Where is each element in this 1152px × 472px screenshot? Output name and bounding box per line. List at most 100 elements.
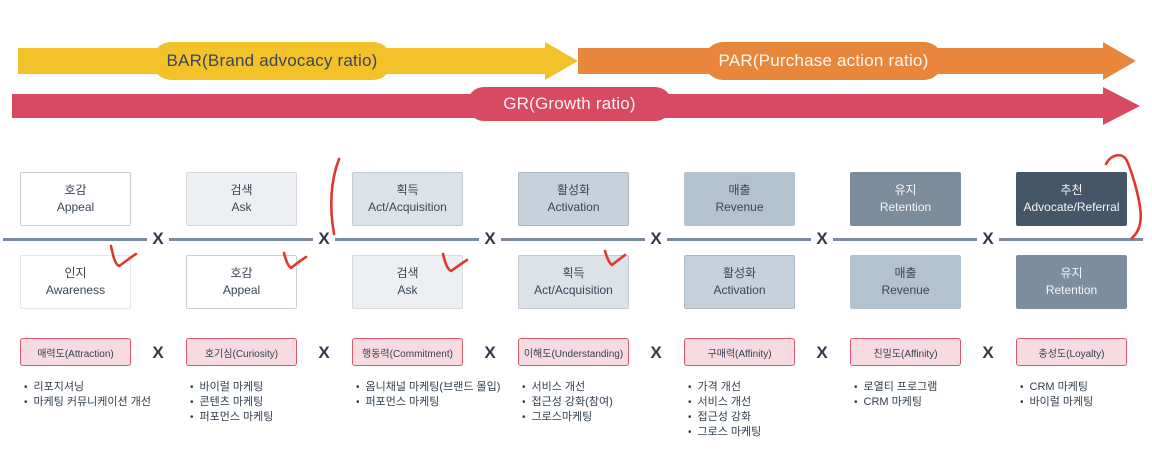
multiply-symbol: X xyxy=(318,343,330,362)
denominator-label-ko: 획득 xyxy=(562,265,585,280)
tactic-item: • 가격 개선 xyxy=(688,380,761,395)
numerator-label-ko: 활성화 xyxy=(556,182,591,197)
numerator-label-ko: 매출 xyxy=(728,182,751,197)
multiply-symbol: X xyxy=(484,229,496,248)
multiply-symbol: X xyxy=(484,343,496,362)
par-banner-label: PAR(Purchase action ratio) xyxy=(704,42,943,80)
fraction-line xyxy=(501,238,645,241)
denominator-box: 유지 Retention xyxy=(1016,255,1127,309)
denominator-box: 호감 Appeal xyxy=(186,255,297,309)
tactic-text: 옴니채널 마케팅(브랜드 몰입) xyxy=(365,381,501,393)
bar-banner-arrowhead-icon xyxy=(545,42,578,80)
tactic-text: 바이럴 마케팅 xyxy=(199,381,264,393)
tactic-text: 서비스 개선 xyxy=(697,396,752,408)
bullet-icon: • xyxy=(356,382,360,393)
fraction-line xyxy=(169,238,313,241)
tactic-item: •그로스 마케팅 xyxy=(688,425,761,440)
bullet-icon: • xyxy=(688,382,692,393)
funnel-column: 활성화 Activation 획득 Act/Acquisition 이해도(Un… xyxy=(501,0,645,472)
denominator-label-en: Ask xyxy=(397,283,418,297)
bullet-icon: • xyxy=(688,427,692,438)
gr-banner-arrowhead-icon xyxy=(1103,87,1140,125)
denominator-box: 획득 Act/Acquisition xyxy=(518,255,629,309)
tactic-text: 그로스마케팅 xyxy=(531,411,593,423)
numerator-label-ko: 획득 xyxy=(396,182,419,197)
tactic-text: 마케팅 커뮤니케이션 개선 xyxy=(33,396,151,408)
tactic-item: •로열티 프로그램 xyxy=(854,380,937,395)
multiply-symbol: X xyxy=(816,229,828,248)
fraction-line xyxy=(999,238,1143,241)
funnel-column: 추천 Advocate/Referral 유지 Retention 충성도(Lo… xyxy=(999,0,1143,472)
denominator-label-en: Activation xyxy=(713,283,766,297)
funnel-column: 호감 Appeal 인지 Awareness 매력도(Attraction) •… xyxy=(3,0,151,472)
tactic-item: •접근성 강화 xyxy=(688,410,761,425)
tactic-text: 리포지셔닝 xyxy=(33,381,85,393)
bullet-icon: • xyxy=(522,397,526,408)
fraction-line xyxy=(833,238,977,241)
bullet-icon: • xyxy=(190,382,194,393)
denominator-box: 활성화 Activation xyxy=(684,255,795,309)
bullet-icon: • xyxy=(24,397,28,408)
denominator-label-en: Retention xyxy=(1045,283,1098,297)
denominator-label-ko: 유지 xyxy=(1060,265,1083,280)
numerator-label-en: Retention xyxy=(879,200,932,214)
numerator-label-en: Revenue xyxy=(715,200,764,214)
numerator-label-ko: 호감 xyxy=(64,182,87,197)
tactic-text: 접근성 강화 xyxy=(697,411,752,423)
multiply-symbol: X xyxy=(982,343,994,362)
denominator-label-en: Revenue xyxy=(881,283,930,297)
numerator-label-en: Act/Acquisition xyxy=(368,200,447,214)
tactic-item: •콘텐츠 마케팅 xyxy=(190,395,273,410)
denominator-label-en: Act/Acquisition xyxy=(534,283,613,297)
tactic-item: • CRM 마케팅 xyxy=(854,395,937,410)
denominator-label-ko: 활성화 xyxy=(722,265,757,280)
denominator-box: 인지 Awareness xyxy=(20,255,131,309)
denominator-label-en: Awareness xyxy=(45,283,106,297)
metric-label: 충성도(Loyalty) xyxy=(1016,338,1127,366)
numerator-label-en: Appeal xyxy=(56,200,95,214)
tactic-text: CRM 마케팅 xyxy=(1029,381,1088,393)
numerator-box: 검색 Ask xyxy=(186,172,297,226)
numerator-label-en: Activation xyxy=(547,200,600,214)
tactic-item: •CRM 마케팅 xyxy=(1020,380,1093,395)
denominator-label-ko: 인지 xyxy=(64,265,87,280)
numerator-box: 획득 Act/Acquisition xyxy=(352,172,463,226)
numerator-box: 추천 Advocate/Referral xyxy=(1016,172,1127,226)
tactic-item: • 바이럴 마케팅 xyxy=(190,380,273,395)
numerator-box: 활성화 Activation xyxy=(518,172,629,226)
bullet-icon: • xyxy=(190,412,194,423)
tactic-item: •그로스마케팅 xyxy=(522,410,613,425)
tactic-item: •서비스 개선 xyxy=(688,395,761,410)
multiply-symbol: X xyxy=(152,229,164,248)
denominator-label-ko: 검색 xyxy=(396,265,419,280)
denominator-label-ko: 호감 xyxy=(230,265,253,280)
tactic-list: •로열티 프로그램 • CRM 마케팅 xyxy=(854,380,937,410)
fraction-line xyxy=(667,238,811,241)
denominator-label-en: Appeal xyxy=(222,283,261,297)
tactic-list: • 옴니채널 마케팅(브랜드 몰입) •퍼포먼스 마케팅 xyxy=(356,380,500,410)
multiply-symbol: X xyxy=(650,229,662,248)
metric-label: 호기심(Curiosity) xyxy=(186,338,297,366)
bullet-icon: • xyxy=(854,397,858,408)
fraction-line xyxy=(335,238,479,241)
metric-label: 친밀도(Affinity) xyxy=(850,338,961,366)
multiply-symbol: X xyxy=(318,229,330,248)
numerator-label-en: Advocate/Referral xyxy=(1023,200,1120,214)
denominator-box: 매출 Revenue xyxy=(850,255,961,309)
tactic-item: •퍼포먼스 마케팅 xyxy=(356,395,500,410)
funnel-column: 유지 Retention 매출 Revenue 친밀도(Affinity) •로… xyxy=(833,0,977,472)
numerator-label-en: Ask xyxy=(231,200,252,214)
funnel-column: 매출 Revenue 활성화 Activation 구매력(Affinity) … xyxy=(667,0,811,472)
tactic-text: 가격 개선 xyxy=(697,381,742,393)
tactic-text: CRM 마케팅 xyxy=(863,396,922,408)
multiply-symbol: X xyxy=(650,343,662,362)
tactic-text: 퍼포먼스 마케팅 xyxy=(199,411,274,423)
tactic-text: 로열티 프로그램 xyxy=(863,381,938,393)
tactic-item: • 옴니채널 마케팅(브랜드 몰입) xyxy=(356,380,500,395)
par-banner-arrowhead-icon xyxy=(1103,42,1136,80)
numerator-box: 호감 Appeal xyxy=(20,172,131,226)
denominator-label-ko: 매출 xyxy=(894,265,917,280)
bullet-icon: • xyxy=(24,382,28,393)
bullet-icon: • xyxy=(1020,397,1024,408)
metric-label: 구매력(Affinity) xyxy=(684,338,795,366)
